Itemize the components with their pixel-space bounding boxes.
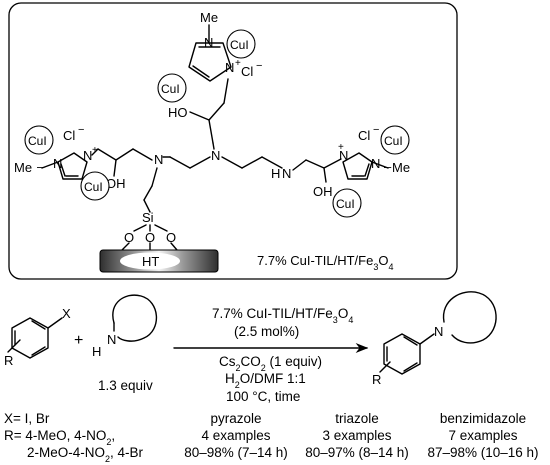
scope-col-yield-benzimidazole: 87–98% (10–16 h) bbox=[427, 445, 538, 460]
top-plus: + bbox=[235, 58, 241, 69]
cui-circle-icon bbox=[80, 171, 110, 201]
right-bonds bbox=[292, 158, 342, 183]
left-plus: + bbox=[92, 145, 98, 156]
ht-support-label: HT bbox=[142, 254, 159, 269]
cyclic-amine-icon bbox=[112, 294, 158, 342]
cui-circle-icon bbox=[157, 73, 187, 103]
right-nh-h: H bbox=[271, 166, 280, 181]
plus-sign: + bbox=[74, 332, 83, 349]
left-chloride: Cl bbox=[63, 128, 75, 143]
product-n: N bbox=[434, 324, 443, 339]
catalyst-structure: N Me N + CuI CuI Cl − HO N N bbox=[8, 2, 458, 280]
scope-r-line1: R= 4-MeO, 4-NO2, bbox=[4, 428, 115, 447]
reaction-row: X R + H N 1.3 equiv 7.7% CuI-TIL/HT/Fe3O… bbox=[4, 291, 497, 404]
top-chloride-minus: − bbox=[256, 60, 262, 72]
si-o-left: O bbox=[124, 230, 134, 245]
left-bonds bbox=[91, 148, 171, 213]
catalyst-name: 7.7% CuI-TIL/HT/Fe3O4 bbox=[257, 253, 393, 272]
top-arm-bonds bbox=[189, 78, 229, 150]
right-chloride-minus: − bbox=[373, 124, 379, 136]
left-methyl: Me bbox=[14, 160, 32, 175]
right-n-plus: N bbox=[339, 148, 348, 163]
right-oh: OH bbox=[313, 184, 333, 199]
halide-r: R bbox=[4, 353, 13, 368]
product-ring bbox=[442, 291, 497, 344]
condition-temperature: 100 °C, time bbox=[226, 389, 300, 404]
si-o-right: O bbox=[166, 230, 176, 245]
left-n-plus: N bbox=[83, 148, 92, 163]
scope-col-name-pyrazole: pyrazole bbox=[210, 411, 261, 426]
ht-support bbox=[99, 249, 219, 273]
cui-circle-icon bbox=[332, 188, 362, 218]
benzene-ring-icon-halide bbox=[7, 317, 63, 359]
cui-label: CuI bbox=[336, 197, 355, 211]
cui-label: CuI bbox=[84, 180, 103, 194]
halide-x: X bbox=[62, 306, 71, 321]
central-bonds bbox=[169, 156, 283, 169]
cui-circle-icon bbox=[24, 125, 54, 155]
product-r: R bbox=[372, 372, 381, 387]
amine-equiv: 1.3 equiv bbox=[98, 378, 153, 393]
benzene-ring-icon-product bbox=[379, 333, 435, 375]
scope-col-name-benzimidazole: benzimidazole bbox=[440, 411, 526, 426]
scope-col-name-triazole: triazole bbox=[335, 411, 379, 426]
right-methyl: Me bbox=[392, 160, 410, 175]
left-chloride-minus: − bbox=[78, 124, 84, 136]
condition-loading: (2.5 mol%) bbox=[234, 324, 299, 339]
cui-label: CuI bbox=[28, 134, 47, 148]
right-n-methyl: N bbox=[371, 156, 380, 171]
left-n-methyl: N bbox=[53, 156, 62, 171]
scope-col-examples-triazole: 3 examples bbox=[322, 428, 391, 443]
cui-circle-icon bbox=[380, 125, 410, 155]
top-chloride: Cl bbox=[241, 64, 253, 79]
scope-row: X= I, Br R= 4-MeO, 4-NO2, 2-MeO-4-NO2, 4… bbox=[4, 411, 539, 464]
cui-label: CuI bbox=[161, 82, 180, 96]
top-n-methyl: N bbox=[204, 35, 213, 50]
si-bonds bbox=[121, 224, 178, 251]
imidazolium-ring-icon-right bbox=[342, 152, 389, 180]
right-plus: + bbox=[338, 142, 344, 153]
condition-solvent: H2O/DMF 1:1 bbox=[225, 371, 306, 390]
right-dash: – bbox=[384, 159, 392, 174]
right-nh-n: N bbox=[282, 166, 291, 181]
cui-circle-icon bbox=[226, 29, 256, 59]
central-n: N bbox=[211, 148, 220, 163]
condition-catalyst: 7.7% CuI-TIL/HT/Fe3O4 bbox=[212, 306, 353, 325]
top-ho: HO bbox=[168, 105, 188, 120]
left-n: N bbox=[154, 152, 163, 167]
top-n-plus: N bbox=[225, 60, 234, 75]
scope-x: X= I, Br bbox=[4, 411, 50, 426]
scope-col-examples-pyrazole: 4 examples bbox=[201, 428, 270, 443]
scope-r-line2: 2-MeO-4-NO2, 4-Br bbox=[27, 445, 144, 464]
condition-base: Cs2CO2 (1 equiv) bbox=[219, 354, 322, 373]
left-dash: – bbox=[37, 159, 45, 174]
amine-h: H bbox=[92, 344, 101, 359]
left-oh: OH bbox=[106, 176, 126, 191]
amine-n: N bbox=[107, 332, 116, 347]
right-chloride: Cl bbox=[358, 128, 370, 143]
imidazolium-ring-icon-left bbox=[41, 152, 88, 180]
scope-col-yield-triazole: 80–97% (8–14 h) bbox=[305, 445, 409, 460]
scope-col-examples-benzimidazole: 7 examples bbox=[448, 428, 517, 443]
imidazolium-ring-icon-top bbox=[188, 24, 232, 82]
si-atom: Si bbox=[142, 210, 154, 225]
scope-col-yield-pyrazole: 80–98% (7–14 h) bbox=[184, 445, 288, 460]
si-o-mid: O bbox=[145, 230, 155, 245]
top-methyl: Me bbox=[200, 10, 218, 25]
cui-label: CuI bbox=[230, 38, 249, 52]
cui-label: CuI bbox=[384, 134, 403, 148]
